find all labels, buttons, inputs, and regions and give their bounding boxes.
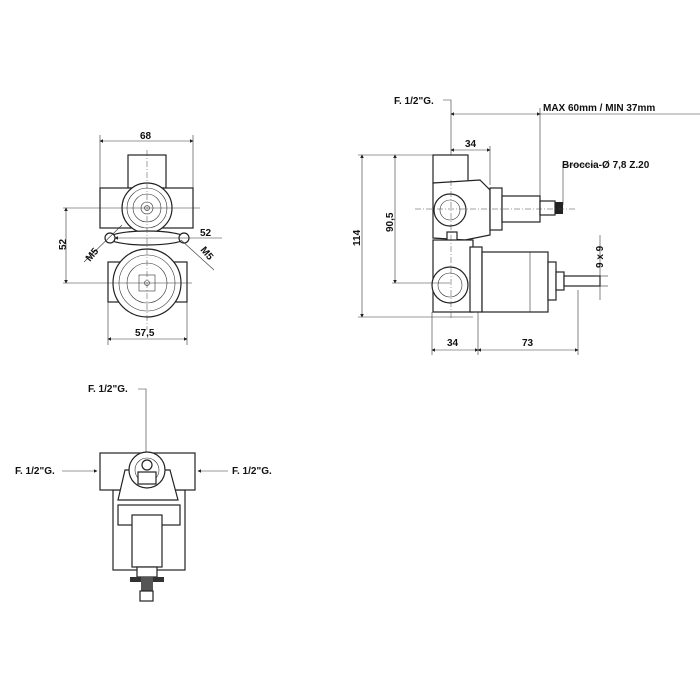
- left-inlet-label: F. 1/2"G.: [15, 466, 55, 477]
- wall-depth-label: MAX 60mm / MIN 37mm: [543, 103, 655, 114]
- inlet-label: F. 1/2"G.: [394, 96, 434, 107]
- dim-68: 68: [140, 131, 152, 142]
- dim-52-height: 52: [58, 238, 69, 250]
- top-inlet-label: F. 1/2"G.: [88, 384, 128, 395]
- dim-34-bottom: 34: [447, 338, 459, 349]
- dim-57-5: 57,5: [135, 328, 155, 339]
- dim-52-ears: 52: [200, 228, 212, 239]
- dim-114: 114: [352, 229, 363, 246]
- dim-34-top: 34: [465, 139, 477, 150]
- right-inlet-label: F. 1/2"G.: [232, 466, 272, 477]
- side-view: F. 1/2"G. MAX 60mm / MIN 37mm 34 Broccia…: [352, 96, 700, 355]
- bottom-view: F. 1/2"G. F. 1/2"G. F. 1/2"G.: [15, 384, 272, 602]
- front-view: 68 52 52 M5 M5 57,5: [58, 131, 222, 345]
- dim-90-5: 90,5: [385, 212, 396, 232]
- dim-73: 73: [522, 338, 534, 349]
- broach-label: Broccia-Ø 7,8 Z.20: [562, 160, 650, 171]
- thread-m5-right: M5: [198, 245, 216, 263]
- thread-m5-left: M5: [84, 246, 102, 264]
- dim-9x9: 9 x 9: [595, 245, 606, 268]
